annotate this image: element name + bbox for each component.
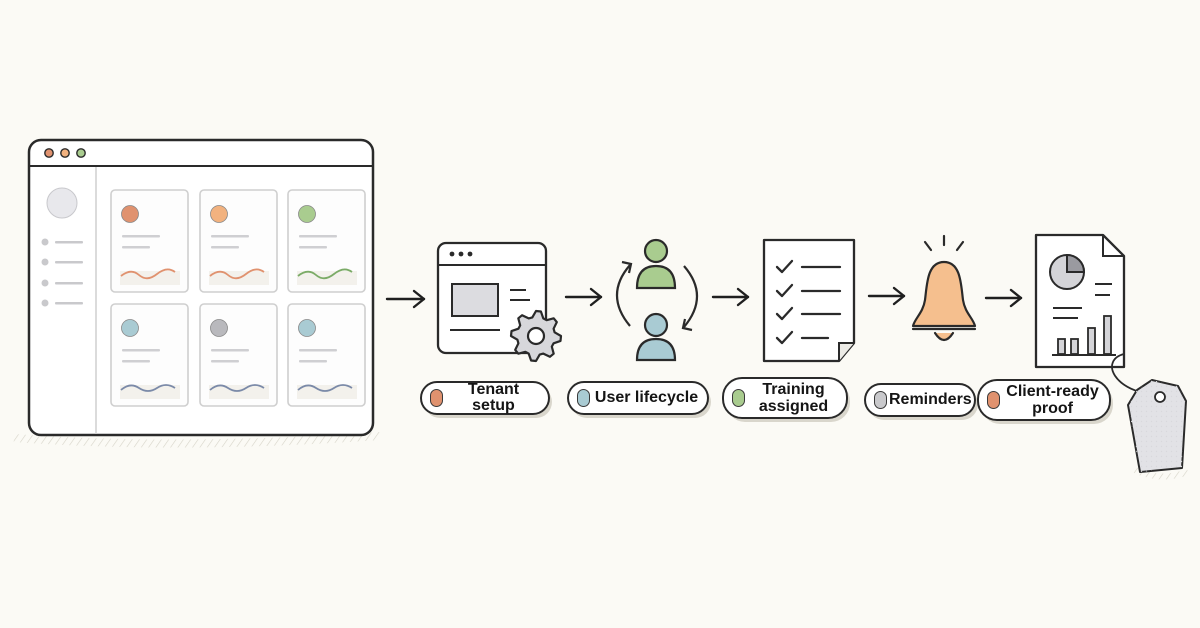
avatar-placeholder	[46, 187, 78, 219]
arrow-icon	[564, 287, 603, 307]
step-pill-reminders: Reminders	[864, 383, 976, 417]
card-status-dot	[121, 205, 139, 223]
arrow-icon	[711, 287, 750, 307]
status-dot	[577, 389, 590, 407]
status-dot	[430, 389, 443, 407]
dashboard-card	[110, 303, 189, 407]
report-tag-icon	[1034, 233, 1190, 480]
arrow-icon	[385, 289, 426, 309]
step-label: Tenant setup	[467, 381, 520, 414]
dashboard-window-icon	[13, 138, 381, 448]
tag-icon	[1127, 379, 1187, 473]
dashboard-card	[110, 189, 189, 293]
card-status-dot	[298, 319, 316, 337]
window-controls	[44, 148, 86, 158]
bell-icon	[911, 234, 977, 342]
sparkline	[209, 384, 265, 392]
dashboard-cards	[110, 189, 366, 407]
arrow-icon	[984, 288, 1023, 308]
status-dot	[732, 389, 745, 407]
window-control-dot	[60, 148, 70, 158]
step-pill-training-assigned: Training assigned	[722, 377, 848, 419]
status-dot	[987, 391, 1000, 409]
card-status-dot	[298, 205, 316, 223]
dashboard-card	[287, 303, 366, 407]
step-label: Reminders	[889, 391, 972, 408]
card-status-dot	[121, 319, 139, 337]
step-label: Client-ready proof	[1006, 383, 1099, 417]
sparkline	[120, 384, 176, 392]
gear-icon	[509, 309, 563, 363]
status-dot	[874, 391, 887, 409]
browser-gear-icon	[436, 241, 563, 363]
dashboard-card	[199, 189, 278, 293]
step-label: Training assigned	[758, 381, 829, 415]
sidebar-menu	[41, 238, 83, 307]
user-cycle-icon	[616, 238, 698, 362]
window-control-dot	[76, 148, 86, 158]
sparkline	[297, 268, 353, 280]
step-pill-tenant-setup: Tenant setup	[420, 381, 550, 415]
step-label: User lifecycle	[594, 389, 699, 406]
sparkline	[209, 268, 265, 280]
step-pill-client-ready-proof: Client-ready proof	[977, 379, 1111, 421]
sparkline	[120, 268, 176, 280]
dashboard-card	[199, 303, 278, 407]
dashboard-card	[287, 189, 366, 293]
checklist-icon	[762, 238, 856, 363]
card-status-dot	[210, 205, 228, 223]
window-control-dot	[44, 148, 54, 158]
step-pill-user-lifecycle: User lifecycle	[567, 381, 709, 415]
card-status-dot	[210, 319, 228, 337]
sparkline	[297, 384, 353, 392]
arrow-icon	[867, 286, 906, 306]
